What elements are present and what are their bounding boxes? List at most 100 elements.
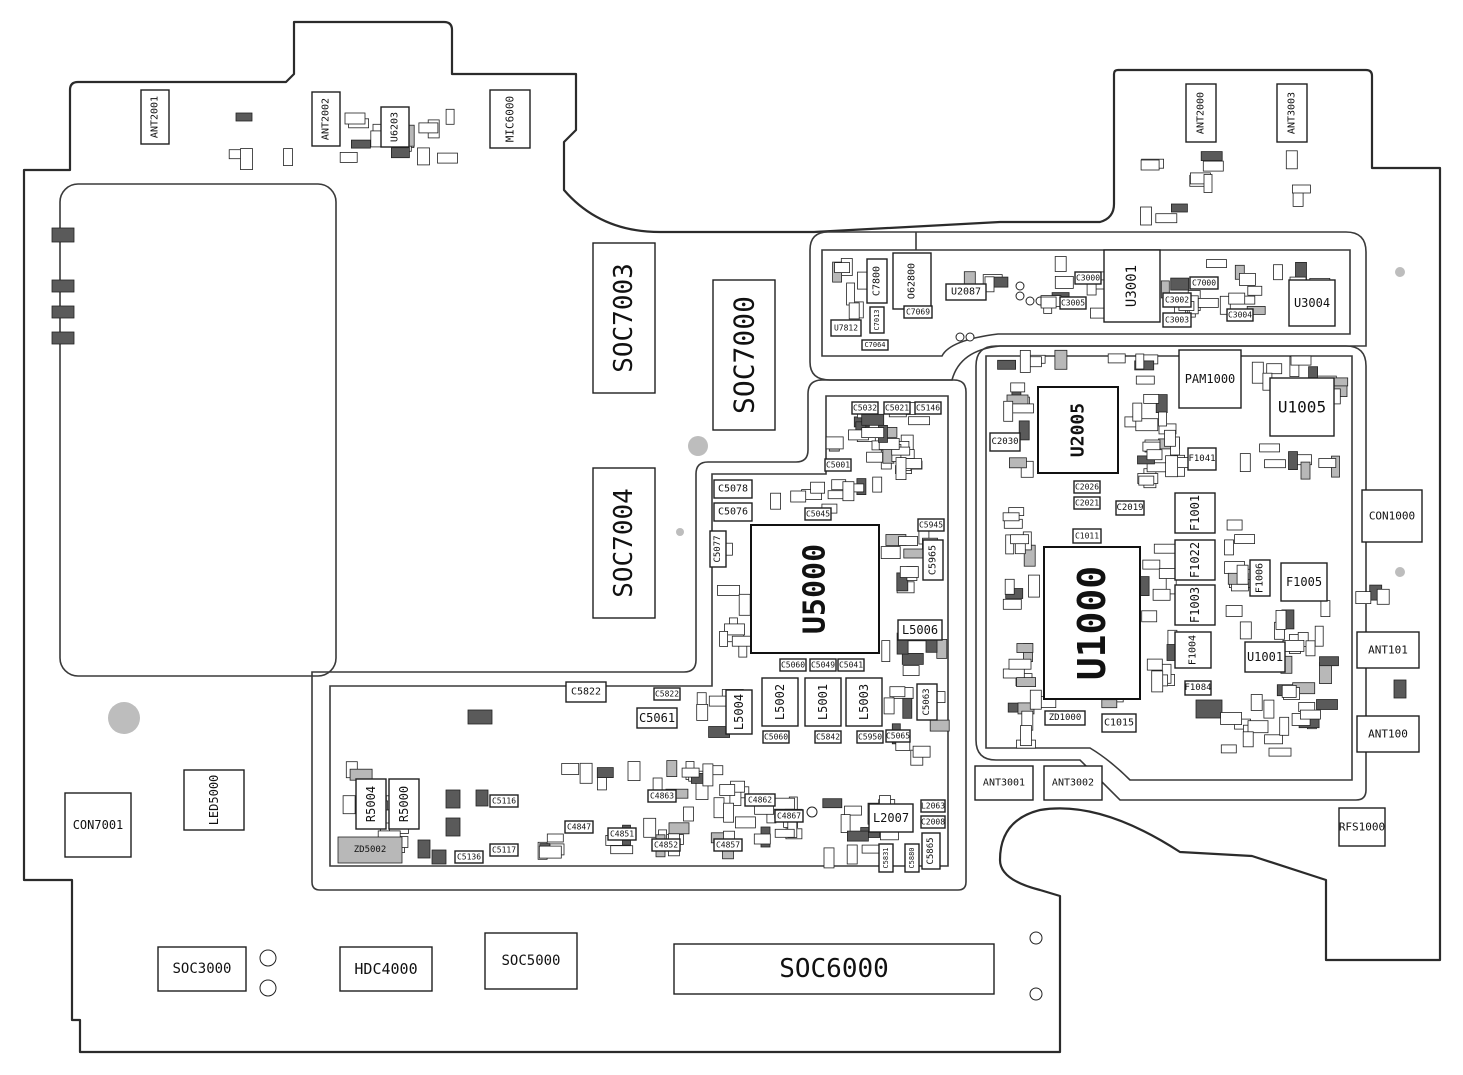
component-c5045[interactable]: C5045: [804, 507, 832, 521]
component-l5004[interactable]: L5004: [725, 689, 753, 735]
outline-ant2001[interactable]: ANT2001: [140, 89, 170, 145]
outline-con7001[interactable]: CON7001: [64, 792, 132, 858]
component-c5880[interactable]: C5880: [904, 843, 920, 873]
component-f1084[interactable]: F1084: [1184, 680, 1212, 696]
component-f1041[interactable]: F1041: [1187, 447, 1217, 471]
component-pam1000[interactable]: PAM1000: [1178, 349, 1242, 409]
component-c5078[interactable]: C5078: [713, 479, 753, 499]
outline-soc6000[interactable]: SOC6000: [673, 943, 995, 995]
component-c5060[interactable]: C5060: [762, 730, 790, 744]
component-c7064[interactable]: C7064: [861, 339, 889, 351]
component-c5822[interactable]: C5822: [565, 681, 607, 703]
component-c2019[interactable]: C2019: [1115, 500, 1145, 516]
component-l2063[interactable]: L2063: [920, 799, 946, 813]
component-c7013[interactable]: C7013: [869, 306, 885, 334]
component-u5000[interactable]: U5000: [750, 524, 880, 654]
component-soc7004[interactable]: SOC7004: [592, 467, 656, 619]
component-r5000[interactable]: R5000: [388, 778, 420, 830]
component-l5001[interactable]: L5001: [804, 677, 842, 727]
component-c4857[interactable]: C4857: [713, 838, 743, 852]
component-c5021[interactable]: C5021: [883, 401, 911, 415]
component-c2008[interactable]: C2008: [920, 815, 946, 829]
outline-ant2002[interactable]: ANT2002: [311, 91, 341, 147]
component-f1005[interactable]: F1005: [1280, 562, 1328, 602]
outline-ant100[interactable]: ANT100: [1356, 715, 1420, 753]
component-c5831[interactable]: C5831: [878, 843, 894, 873]
component-c5077[interactable]: C5077: [709, 530, 727, 568]
component-c5061[interactable]: C5061: [636, 707, 678, 729]
component-c4863[interactable]: C4863: [647, 789, 677, 803]
component-u2005[interactable]: U2005: [1037, 386, 1119, 474]
component-c4852[interactable]: C4852: [651, 838, 681, 852]
outline-ant3002[interactable]: ANT3002: [1043, 765, 1103, 801]
component-r5004[interactable]: R5004: [355, 778, 387, 830]
component-f1003[interactable]: F1003: [1174, 584, 1216, 626]
component-c4867[interactable]: C4867: [774, 809, 804, 823]
component-u7812[interactable]: U7812: [830, 319, 862, 337]
outline-rfs1000[interactable]: RFS1000: [1338, 807, 1386, 847]
component-c7000[interactable]: C7000: [1189, 276, 1219, 290]
component-c3003[interactable]: C3003: [1162, 312, 1192, 328]
component-f1006[interactable]: F1006: [1249, 559, 1271, 597]
component-c5001[interactable]: C5001: [824, 458, 852, 472]
outline-ant3003[interactable]: ANT3003: [1276, 83, 1308, 143]
component-f1001[interactable]: F1001: [1174, 492, 1216, 534]
component-c5076[interactable]: C5076: [713, 502, 753, 522]
component-l5006[interactable]: L5006: [897, 619, 943, 641]
outline-ant101[interactable]: ANT101: [1356, 631, 1420, 669]
component-u1000[interactable]: U1000: [1043, 546, 1141, 700]
component-c4847[interactable]: C4847: [564, 820, 594, 834]
component-c4862[interactable]: C4862: [744, 793, 776, 807]
component-c5822[interactable]: C5822: [653, 687, 681, 701]
component-zd5002[interactable]: ZD5002: [337, 836, 403, 864]
component-u2087[interactable]: U2087: [945, 283, 987, 301]
component-u3004[interactable]: U3004: [1288, 279, 1336, 327]
component-c5032[interactable]: C5032: [851, 401, 879, 415]
component-f1022[interactable]: F1022: [1174, 539, 1216, 581]
component-c4851[interactable]: C4851: [607, 827, 637, 841]
component-l2007[interactable]: L2007: [868, 803, 914, 833]
component-c3002[interactable]: C3002: [1162, 292, 1192, 308]
component-c2030[interactable]: C2030: [989, 432, 1021, 452]
component-c3005[interactable]: C3005: [1059, 296, 1087, 310]
component-c5950[interactable]: C5950: [856, 730, 884, 744]
component-c3004[interactable]: C3004: [1226, 308, 1254, 322]
component-c5117[interactable]: C5117: [489, 843, 519, 857]
outline-con1000[interactable]: CON1000: [1361, 489, 1423, 543]
component-c1011[interactable]: C1011: [1072, 528, 1102, 544]
component-c3000[interactable]: C3000: [1074, 271, 1102, 285]
component-o62800[interactable]: O62800: [892, 252, 932, 310]
component-c5063[interactable]: C5063: [916, 683, 938, 721]
component-u1001[interactable]: U1001: [1244, 641, 1286, 673]
component-c2021[interactable]: C2021: [1073, 496, 1101, 510]
component-soc7003[interactable]: SOC7003: [592, 242, 656, 394]
component-c5065[interactable]: C5065: [885, 729, 911, 743]
outline-led5000[interactable]: LED5000: [183, 769, 245, 831]
component-c5049[interactable]: C5049: [809, 658, 837, 672]
component-l5003[interactable]: L5003: [845, 677, 883, 727]
component-c5865[interactable]: C5865: [921, 832, 941, 870]
outline-soc5000[interactable]: SOC5000: [484, 932, 578, 990]
component-c7069[interactable]: C7069: [903, 305, 933, 319]
component-u1005[interactable]: U1005: [1269, 377, 1335, 437]
component-c5136[interactable]: C5136: [454, 850, 484, 864]
component-c5041[interactable]: C5041: [837, 658, 865, 672]
outline-ant2000[interactable]: ANT2000: [1185, 83, 1217, 143]
outline-mic6000[interactable]: MIC6000: [489, 89, 531, 149]
outline-soc3000[interactable]: SOC3000: [157, 946, 247, 992]
component-c5116[interactable]: C5116: [489, 794, 519, 808]
component-c5945[interactable]: C5945: [917, 518, 945, 532]
component-f1004[interactable]: F1004: [1174, 631, 1212, 669]
component-zd1000[interactable]: ZD1000: [1044, 710, 1086, 726]
component-c1015[interactable]: C1015: [1101, 713, 1137, 733]
outline-ant3001[interactable]: ANT3001: [974, 765, 1034, 801]
outline-u6203[interactable]: U6203: [380, 106, 410, 148]
outline-hdc4000[interactable]: HDC4000: [339, 946, 433, 992]
component-c5060[interactable]: C5060: [779, 658, 807, 672]
component-c7800[interactable]: C7800: [866, 258, 888, 304]
component-c5965[interactable]: C5965: [922, 539, 944, 581]
component-c5842[interactable]: C5842: [814, 730, 842, 744]
component-soc7000[interactable]: SOC7000: [712, 279, 776, 431]
component-c5146[interactable]: C5146: [914, 401, 942, 415]
component-l5002[interactable]: L5002: [761, 677, 799, 727]
